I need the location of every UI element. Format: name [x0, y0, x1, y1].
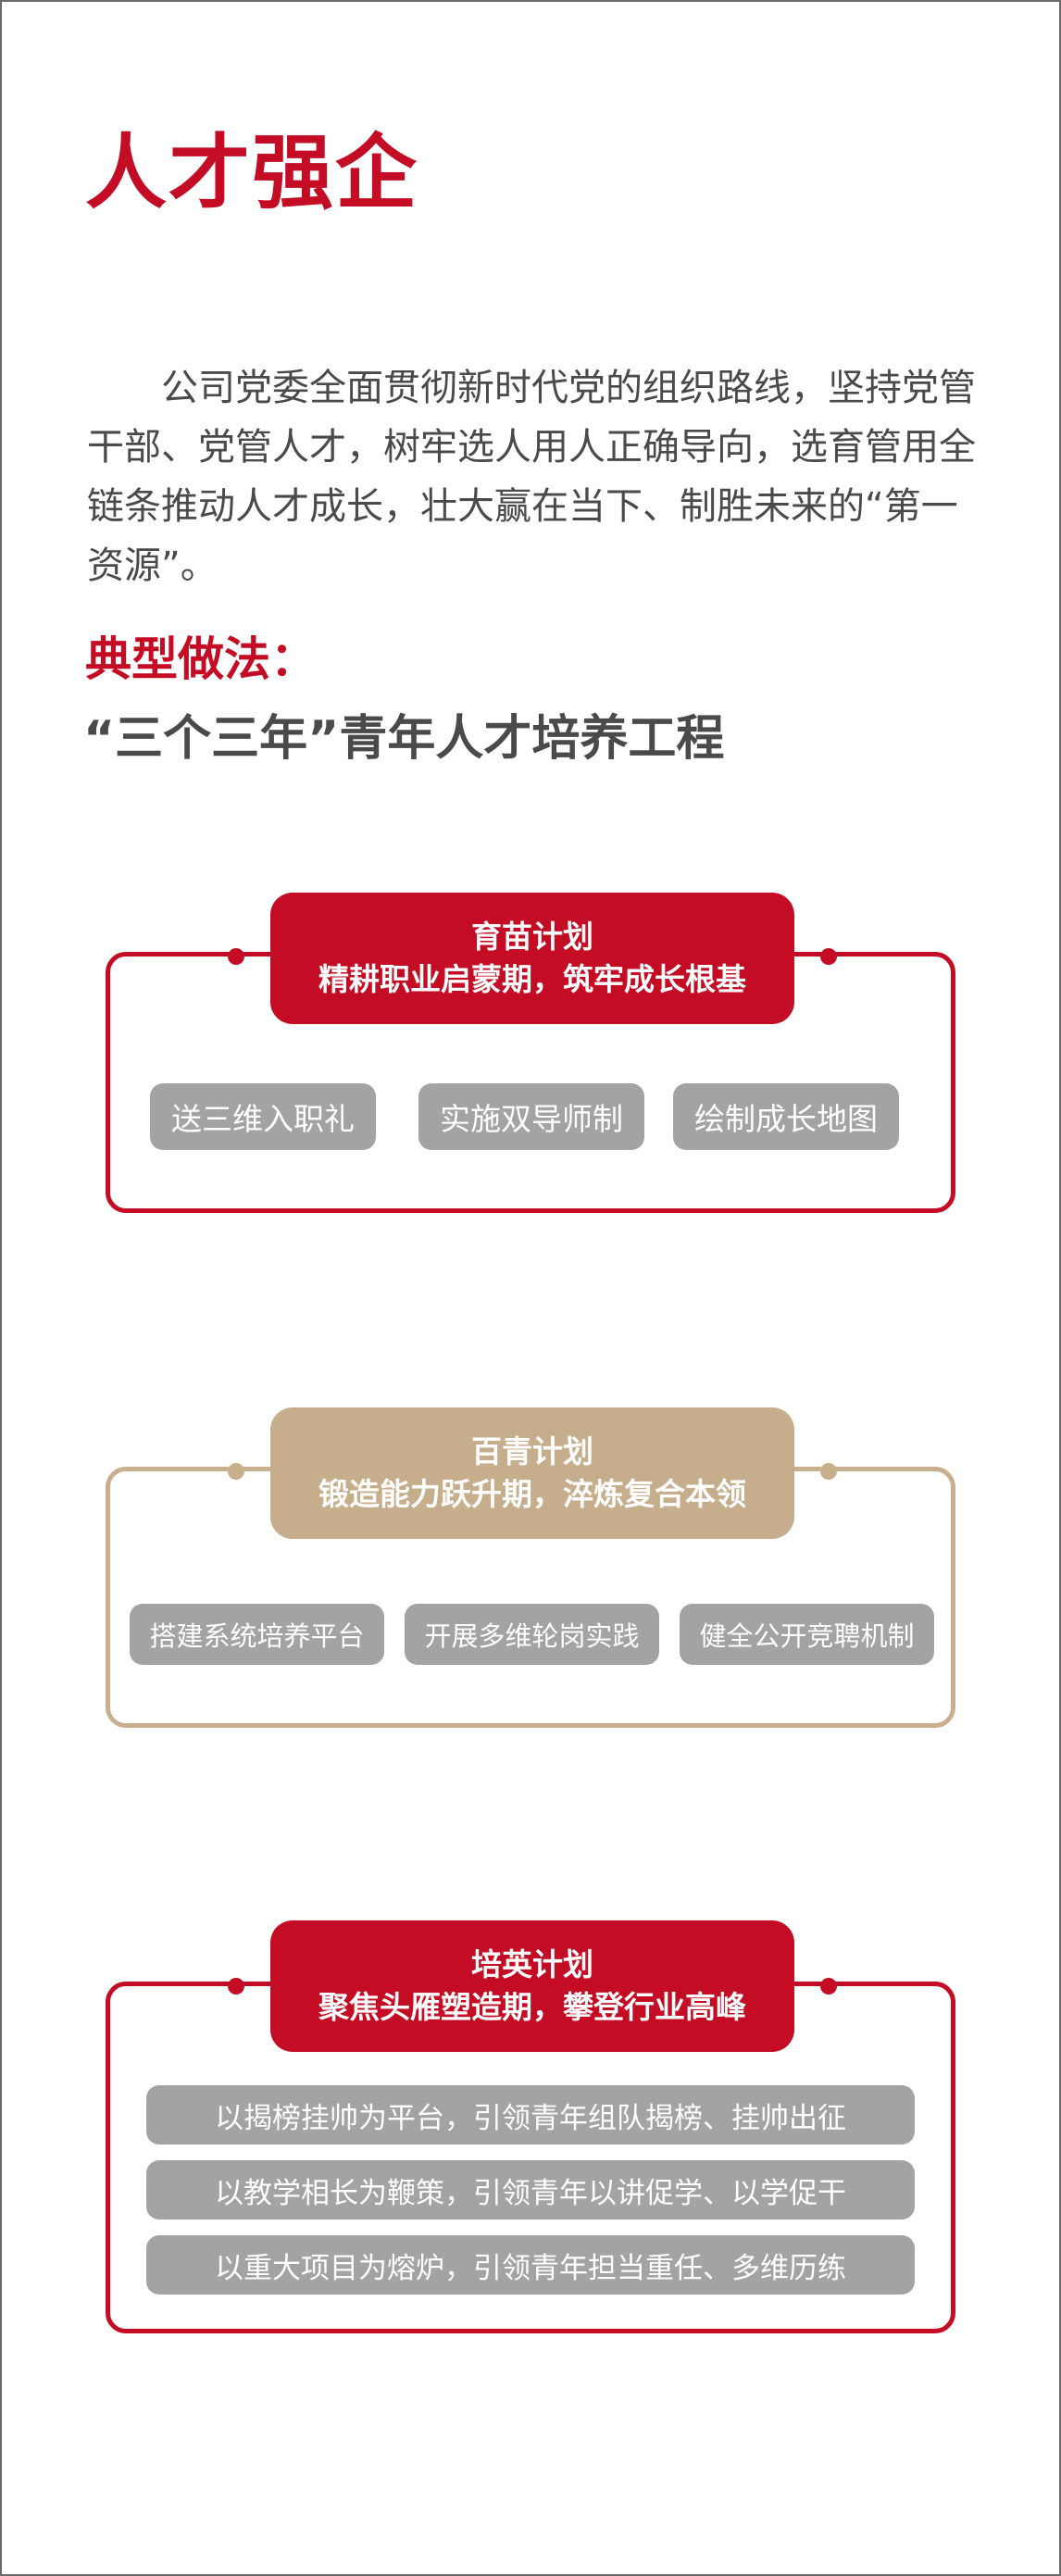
plan-item: 以揭榜挂帅为平台，引领青年组队揭榜、挂帅出征: [146, 2085, 915, 2145]
method-label: 典型做法：: [85, 632, 317, 686]
connector-dot-right: [820, 1978, 837, 1995]
plan-item: 实施双导师制: [418, 1083, 644, 1150]
plan-item: 搭建系统培养平台: [130, 1604, 384, 1665]
connector-dot-right: [820, 948, 837, 965]
plan-item: 绘制成长地图: [673, 1083, 899, 1150]
intro-paragraph: 公司党委全面贯彻新时代党的组织路线，坚持党管干部、党管人才，树牢选人用人正确导向…: [87, 367, 976, 587]
connector-dot-right: [820, 1463, 837, 1480]
connector-dot-left: [228, 948, 244, 965]
plan-item: 以重大项目为熔炉，引领青年担当重任、多维历练: [146, 2235, 915, 2295]
plan-item: 以教学相长为鞭策，引领青年以讲促学、以学促干: [146, 2160, 915, 2220]
plan-name: 百青计划: [471, 1433, 593, 1469]
plan-name: 育苗计划: [471, 919, 593, 955]
page-title: 人才强企: [85, 125, 419, 220]
plan-header: 育苗计划 精耕职业启蒙期，筑牢成长根基: [270, 893, 794, 1024]
connector-dot-left: [228, 1463, 244, 1480]
plan-subtitle: 聚焦头雁塑造期，攀登行业高峰: [318, 1989, 746, 2025]
plan-item: 送三维入职礼: [150, 1083, 376, 1150]
plan-subtitle: 锻造能力跃升期，淬炼复合本领: [318, 1476, 746, 1512]
plan-header: 培英计划 聚焦头雁塑造期，攀登行业高峰: [270, 1920, 794, 2052]
plan-subtitle: 精耕职业启蒙期，筑牢成长根基: [318, 961, 746, 997]
plan-item: 开展多维轮岗实践: [405, 1604, 659, 1665]
program-title: “三个三年”青年人才培养工程: [83, 711, 725, 767]
connector-dot-left: [228, 1978, 244, 1995]
plan-header: 百青计划 锻造能力跃升期，淬炼复合本领: [270, 1407, 794, 1539]
plan-item: 健全公开竞聘机制: [680, 1604, 934, 1665]
plan-name: 培英计划: [471, 1946, 593, 1982]
